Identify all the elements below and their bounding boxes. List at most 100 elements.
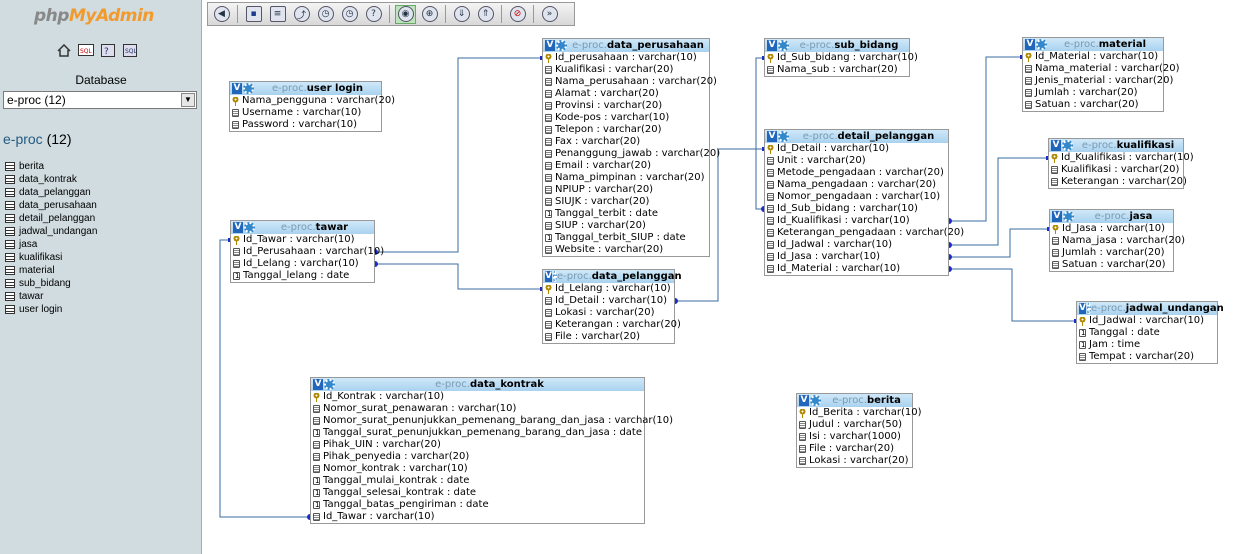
- column-row[interactable]: Nomor_surat_penunjukkan_pemenang_barang_…: [311, 415, 673, 427]
- column-row[interactable]: Id_Berita : varchar(10): [797, 407, 922, 419]
- column-row[interactable]: Jumlah : varchar(20): [1050, 247, 1173, 259]
- relation-line[interactable]: [949, 157, 1048, 246]
- snap-grid-button[interactable]: ◉: [395, 4, 416, 24]
- column-row[interactable]: Unit : varchar(20): [765, 155, 948, 167]
- column-row[interactable]: Tanggal_selesai_kontrak : date: [311, 487, 644, 499]
- column-row[interactable]: Id_Perusahaan : varchar(10): [231, 246, 384, 258]
- toggle-columns-icon[interactable]: V: [1079, 303, 1086, 314]
- sidebar-table-label[interactable]: jasa: [19, 239, 38, 250]
- toggle-columns-icon[interactable]: V: [767, 131, 777, 142]
- sidebar-table-item[interactable]: data_pelanggan: [5, 186, 97, 199]
- column-row[interactable]: Fax : varchar(20): [543, 136, 709, 148]
- sidebar-table-label[interactable]: sub_bidang: [19, 278, 71, 289]
- column-row[interactable]: Id_Lelang : varchar(10): [231, 258, 374, 270]
- column-row[interactable]: Tanggal_surat_penunjukkan_pemenang_baran…: [311, 427, 644, 439]
- column-row[interactable]: Lokasi : varchar(20): [797, 455, 912, 467]
- column-row[interactable]: Tanggal_terbit_SIUP : date: [543, 232, 709, 244]
- toggle-columns-icon[interactable]: V: [767, 40, 777, 51]
- column-row[interactable]: Nama_pengadaan : varchar(20): [765, 179, 948, 191]
- column-row[interactable]: Username : varchar(10): [230, 107, 381, 119]
- column-row[interactable]: Tanggal_terbit : date: [543, 208, 709, 220]
- column-row[interactable]: Jenis_material : varchar(20): [1023, 75, 1173, 87]
- column-row[interactable]: Id_Jasa : varchar(10): [1050, 223, 1173, 235]
- column-row[interactable]: Kualifikasi : varchar(20): [543, 64, 709, 76]
- sidebar-table-label[interactable]: tawar: [19, 291, 44, 302]
- db-link[interactable]: e-proc: [3, 131, 43, 147]
- relation-button[interactable]: ⤴: [291, 5, 312, 24]
- sidebar-table-label[interactable]: data_perusahaan: [19, 200, 97, 211]
- database-select[interactable]: e-proc (12)▼: [3, 91, 197, 109]
- column-row[interactable]: Nama_sub : varchar(20): [765, 64, 909, 76]
- column-row[interactable]: File : varchar(20): [797, 443, 912, 455]
- column-row[interactable]: Nama_perusahaan : varchar(20): [543, 76, 717, 88]
- sidebar-table-item[interactable]: data_kontrak: [5, 173, 97, 186]
- gear-icon[interactable]: [556, 40, 567, 51]
- relation-line[interactable]: [375, 57, 542, 253]
- column-row[interactable]: Id_Lelang : varchar(10): [543, 283, 674, 295]
- help-button[interactable]: ?: [363, 5, 384, 24]
- column-row[interactable]: Metode_pengadaan : varchar(20): [765, 167, 948, 179]
- column-row[interactable]: Id_Material : varchar(10): [765, 263, 948, 275]
- toggle-columns-icon[interactable]: V: [232, 83, 242, 94]
- column-row[interactable]: Keterangan : varchar(20): [1049, 176, 1187, 188]
- column-row[interactable]: SIUP : varchar(20): [543, 220, 709, 232]
- gear-icon[interactable]: [552, 271, 557, 282]
- phpmyadmin-logo[interactable]: phpMyAdmin: [34, 6, 154, 26]
- column-row[interactable]: Nama_material : varchar(20): [1023, 63, 1179, 75]
- relation-line[interactable]: [949, 268, 1076, 322]
- toggle-all-button[interactable]: ⇓: [451, 5, 472, 24]
- column-row[interactable]: Id_Kualifikasi : varchar(10): [1049, 152, 1194, 164]
- column-row[interactable]: Tanggal_batas_pengiriman : date: [311, 499, 644, 511]
- gear-icon[interactable]: [810, 395, 821, 406]
- relation-line[interactable]: [219, 239, 310, 518]
- column-row[interactable]: Nama_jasa : varchar(20): [1050, 235, 1185, 247]
- sidebar-table-label[interactable]: detail_pelanggan: [19, 213, 96, 224]
- column-row[interactable]: Jam : time: [1077, 339, 1217, 351]
- sidebar-table-label[interactable]: user login: [19, 304, 63, 315]
- column-row[interactable]: Lokasi : varchar(20): [543, 307, 674, 319]
- gear-icon[interactable]: [1063, 211, 1074, 222]
- sidebar-table-label[interactable]: data_pelanggan: [19, 187, 91, 198]
- column-row[interactable]: Nomor_kontrak : varchar(10): [311, 463, 644, 475]
- column-row[interactable]: Website : varchar(20): [543, 244, 709, 256]
- column-row[interactable]: Id_Material : varchar(10): [1023, 51, 1163, 63]
- toggle-columns-icon[interactable]: V: [799, 395, 809, 406]
- column-row[interactable]: Id_Sub_bidang : varchar(10): [765, 203, 948, 215]
- sidebar-table-label[interactable]: data_kontrak: [19, 174, 77, 185]
- toggle-columns-icon[interactable]: V: [313, 379, 323, 390]
- column-row[interactable]: Email : varchar(20): [543, 160, 709, 172]
- column-row[interactable]: Alamat : varchar(20): [543, 88, 709, 100]
- direct-links-button[interactable]: ◷: [339, 5, 360, 24]
- column-row[interactable]: Nama_pimpinan : varchar(20): [543, 172, 709, 184]
- column-row[interactable]: Password : varchar(10): [230, 119, 381, 131]
- gear-icon[interactable]: [1086, 303, 1091, 314]
- column-row[interactable]: Nomor_pengadaan : varchar(10): [765, 191, 948, 203]
- relation-line[interactable]: [675, 148, 764, 302]
- query-window-icon[interactable]: ?: [100, 43, 116, 57]
- column-row[interactable]: Isi : varchar(1000): [797, 431, 912, 443]
- column-row[interactable]: Id_Kualifikasi : varchar(10): [765, 215, 948, 227]
- relation-line[interactable]: [949, 56, 1022, 222]
- gear-icon[interactable]: [1036, 39, 1047, 50]
- gear-icon[interactable]: [324, 379, 335, 390]
- column-row[interactable]: Id_Detail : varchar(10): [543, 295, 674, 307]
- column-row[interactable]: Id_Tawar : varchar(10): [311, 511, 644, 523]
- column-row[interactable]: Tempat : varchar(20): [1077, 351, 1217, 363]
- column-row[interactable]: Id_Sub_bidang : varchar(10): [765, 52, 918, 64]
- sidebar-table-item[interactable]: data_perusahaan: [5, 199, 97, 212]
- column-row[interactable]: Nomor_surat_penawaran : varchar(10): [311, 403, 644, 415]
- column-row[interactable]: File : varchar(20): [543, 331, 674, 343]
